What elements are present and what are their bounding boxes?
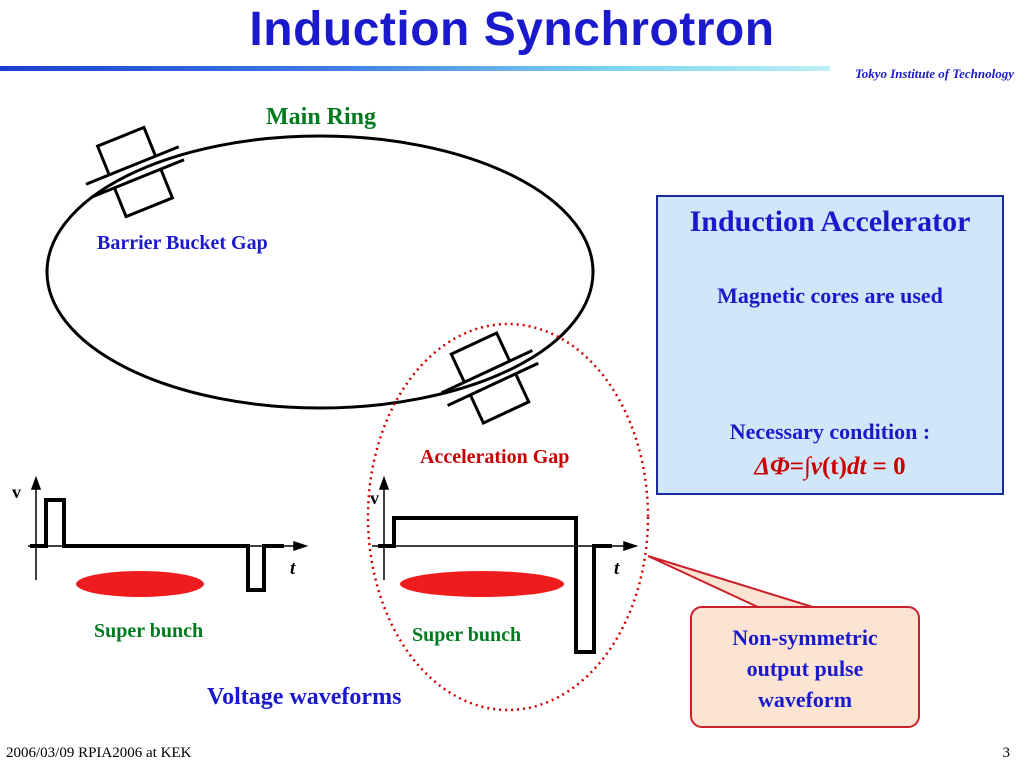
acceleration-highlight-ellipse: [366, 322, 650, 712]
left-plot-v-label: v: [12, 482, 21, 502]
main-ring: [45, 134, 595, 410]
necessary-condition-text: Necessary condition :: [729, 419, 931, 444]
magnetic-cores-text: Magnetic cores are used: [717, 283, 943, 308]
formula-delta-phi: ΔΦ: [754, 453, 790, 480]
voltage-waveforms-caption: Voltage waveforms: [207, 684, 402, 710]
left-super-bunch: [76, 571, 204, 597]
institution-name: Tokyo Institute of Technology: [854, 66, 1014, 81]
left-voltage-waveform: [30, 498, 284, 592]
main-ring-label: Main Ring: [266, 104, 377, 130]
left-super-bunch-label: Super bunch: [94, 620, 204, 642]
formula-dt: dt: [846, 453, 867, 480]
right-super-bunch-label: Super bunch: [412, 624, 522, 646]
footer-date-event: 2006/03/09 RPIA2006 at KEK: [6, 745, 192, 761]
right-voltage-waveform: [378, 516, 612, 654]
callout-text: Non-symmetric output pulse waveform: [732, 625, 878, 712]
callout-pointer: [647, 555, 817, 609]
flux-condition-formula: ΔΦ=∫v(t)dt = 0: [658, 453, 1002, 481]
acceleration-gap-label: Acceleration Gap: [420, 446, 570, 468]
formula-integral: =∫: [789, 453, 811, 480]
non-symmetric-callout: Non-symmetric output pulse waveform: [690, 606, 920, 728]
barrier-bucket-gap-symbol: [85, 125, 185, 219]
left-plot-t-label: t: [290, 558, 296, 579]
right-super-bunch: [400, 571, 564, 597]
page-number: 3: [1002, 745, 1011, 761]
induction-accelerator-title: Induction Accelerator: [689, 205, 971, 238]
right-plot-v-label: v: [370, 488, 379, 508]
title-rule: [0, 66, 830, 71]
right-plot-t-label: t: [614, 558, 620, 579]
barrier-bucket-gap-label: Barrier Bucket Gap: [97, 232, 268, 254]
slide-title: Induction Synchrotron: [249, 3, 775, 56]
formula-v: v: [810, 453, 822, 480]
right-plot-axes: [372, 475, 639, 580]
induction-accelerator-box: Induction Accelerator Magnetic cores are…: [656, 195, 1004, 495]
formula-t: (t): [821, 453, 847, 480]
acceleration-gap-symbol: [441, 331, 539, 425]
formula-equals-zero: = 0: [866, 453, 906, 480]
